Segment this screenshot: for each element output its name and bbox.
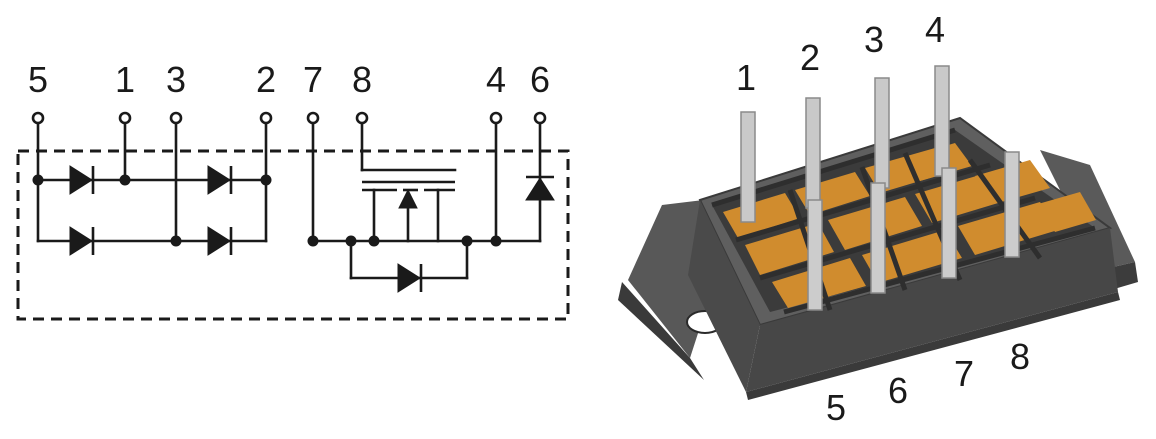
package-pin-label-4: 4 xyxy=(925,9,945,50)
arrow-icon xyxy=(398,188,418,209)
pin-label-3: 3 xyxy=(166,59,186,100)
package-pin-label-6: 6 xyxy=(888,370,908,411)
package-pin-label-2: 2 xyxy=(800,37,820,78)
diode-bottom-left xyxy=(69,226,95,256)
package-pin-label-1: 1 xyxy=(736,57,756,98)
igbt-section xyxy=(307,121,555,293)
housing-left-face xyxy=(688,200,760,392)
diode-freewheel xyxy=(397,263,423,293)
package-pin-label-8: 8 xyxy=(1010,336,1030,377)
housing-front-face xyxy=(746,228,1118,392)
package-pin-label-5: 5 xyxy=(826,387,846,428)
pin-label-7: 7 xyxy=(303,59,323,100)
package-pins xyxy=(740,65,1020,311)
diode-top-left xyxy=(69,165,95,195)
diode-bottom-right xyxy=(207,226,233,256)
package-outline-dashed xyxy=(16,149,570,321)
pad xyxy=(1038,192,1096,232)
pad xyxy=(723,193,800,238)
pin-label-8: 8 xyxy=(352,59,372,100)
diode-top-right xyxy=(207,165,233,195)
diode-pin6 xyxy=(525,175,555,201)
terminals xyxy=(31,111,547,125)
pin-label-2: 2 xyxy=(256,59,276,100)
module-package-3d: 1 2 3 4 5 6 7 8 xyxy=(618,9,1138,428)
circuit-schematic: 5 1 3 2 7 8 4 6 xyxy=(16,59,570,321)
pin-label-6: 6 xyxy=(530,59,550,100)
pin-label-5: 5 xyxy=(28,59,48,100)
package-pin-label-7: 7 xyxy=(954,353,974,394)
bridge-rectifier xyxy=(32,121,272,256)
package-pin-label-3: 3 xyxy=(864,19,884,60)
pad xyxy=(862,230,962,283)
pin-label-1: 1 xyxy=(115,59,135,100)
pin-label-4: 4 xyxy=(486,59,506,100)
